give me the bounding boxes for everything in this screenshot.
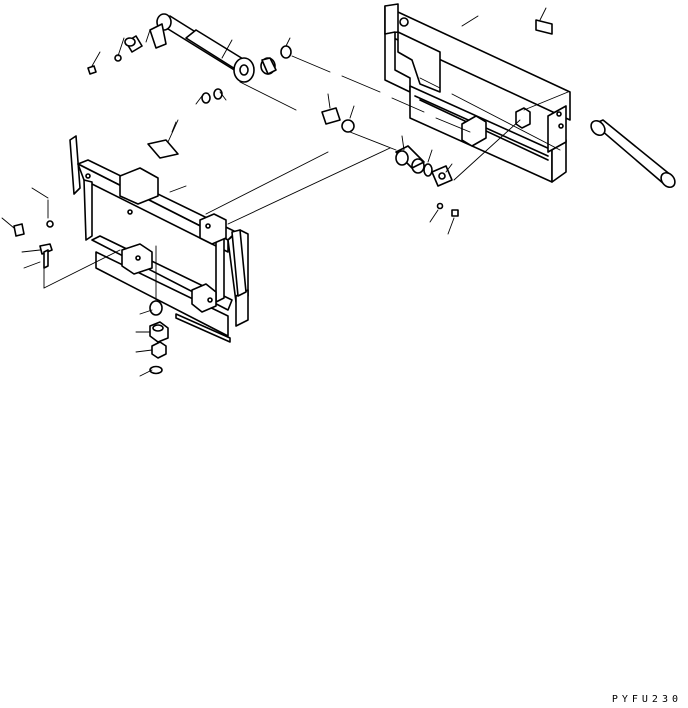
washer <box>436 202 444 210</box>
hydraulic-cylinder <box>149 13 255 83</box>
right-mounting-frame <box>384 3 571 183</box>
stud-bolt <box>39 243 53 269</box>
nut <box>149 321 169 343</box>
leader-lines <box>1 7 547 377</box>
label-plate <box>535 19 553 35</box>
left-carriage-frame <box>69 135 249 343</box>
bolt <box>13 223 25 237</box>
pin-assembly <box>395 145 453 187</box>
snap-ring <box>280 45 292 59</box>
retainer-plate <box>321 107 341 125</box>
drawing-code: PYFU230 <box>611 694 682 705</box>
assembly-lines <box>43 55 569 301</box>
washer <box>46 220 54 228</box>
bolt <box>451 209 459 217</box>
washer <box>149 365 163 375</box>
bushing <box>149 300 163 316</box>
bushing <box>341 119 355 133</box>
snap-ring <box>201 92 211 104</box>
bushing <box>260 57 277 75</box>
bolt <box>87 65 97 75</box>
nut <box>151 341 167 359</box>
shaft <box>590 119 676 189</box>
snap-ring <box>213 88 223 100</box>
cylinder-pin <box>124 35 143 53</box>
name-plate <box>147 139 179 159</box>
